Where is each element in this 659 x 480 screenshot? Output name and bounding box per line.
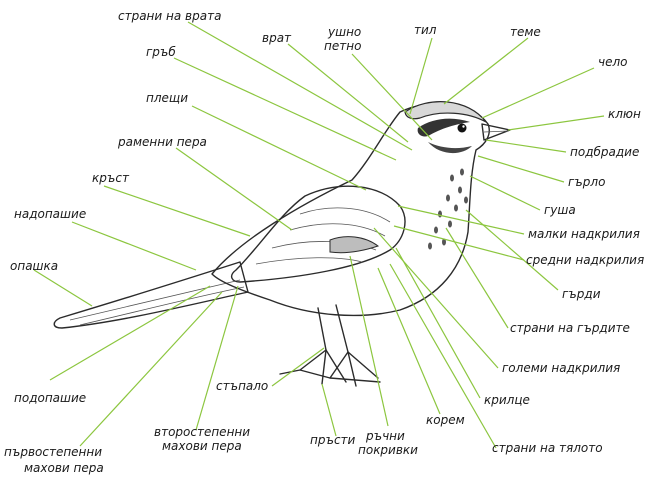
leader-lines	[34, 22, 604, 448]
label-strani-na-tyaloto: страни на тялото	[492, 441, 603, 455]
leader-rachni	[350, 256, 388, 426]
leader-gusha	[470, 176, 540, 210]
leader-chelo	[482, 68, 594, 118]
leader-ushno-petno	[352, 54, 432, 140]
label-rachni-line1: ръчни	[365, 429, 405, 443]
leader-teme	[444, 38, 528, 104]
label-chelo: чело	[598, 55, 627, 69]
label-klyun: клюн	[608, 107, 641, 121]
leader-ramenni	[176, 148, 292, 230]
leader-vrat	[288, 44, 408, 142]
label-teme: теме	[510, 25, 541, 39]
leader-malki-nadkrilia	[398, 206, 524, 234]
leader-vtorostepenni	[196, 286, 238, 430]
label-strani-na-vrata: страни на врата	[118, 9, 221, 23]
leader-podbradie	[486, 140, 566, 152]
label-nadopashie: надопашие	[14, 207, 86, 221]
leader-nadopashie	[72, 222, 196, 270]
label-grab: гръб	[146, 45, 176, 59]
bird-legs	[280, 305, 380, 386]
leader-parvostepenni	[80, 292, 222, 446]
label-gardi: гърди	[562, 287, 601, 301]
label-vrat: врат	[262, 31, 292, 45]
leader-opashka	[34, 270, 92, 306]
leader-klyun	[508, 116, 604, 130]
leader-prasti	[322, 384, 336, 436]
leader-krast	[104, 186, 250, 236]
leader-krilce	[396, 248, 480, 398]
label-rachni-line2: покривки	[358, 443, 418, 457]
label-pleshti: плещи	[146, 91, 188, 105]
leader-strani-na-vrata	[188, 22, 412, 150]
leader-golemi-nadkrilia	[374, 228, 498, 368]
bird-eye	[458, 124, 467, 133]
label-opashka: опашка	[10, 259, 58, 273]
leader-strani-na-gardite	[446, 228, 508, 328]
leader-podopashie	[50, 286, 210, 380]
label-garlo: гърло	[568, 175, 605, 189]
label-strani-na-gardite: страни на гърдите	[510, 321, 630, 335]
labels: страни на врата врат ушно петно тил теме…	[4, 9, 644, 475]
label-parvostepenni-line1: първостепенни	[4, 445, 102, 459]
label-ramenni: раменни пера	[117, 135, 207, 149]
label-til: тил	[414, 23, 437, 37]
label-podbradie: подбрадие	[570, 145, 639, 159]
label-stapalo: стъпало	[216, 379, 268, 393]
label-ushno-petno-line1: ушно	[327, 25, 361, 39]
bird-breast-streaks	[428, 169, 468, 250]
label-prasti: пръсти	[310, 433, 356, 447]
label-sredni-nadkrilia: средни надкрилия	[526, 253, 644, 267]
label-krast: кръст	[92, 171, 130, 185]
label-ushno-petno-line2: петно	[324, 39, 361, 53]
label-vtorostepenni-line2: махови пера	[162, 439, 242, 453]
label-korem: корем	[426, 413, 465, 427]
label-gusha: гуша	[544, 203, 576, 217]
leader-gardi	[466, 210, 558, 290]
leader-stapalo	[272, 348, 324, 386]
leader-grab	[174, 58, 396, 160]
leader-garlo	[478, 156, 564, 182]
label-malki-nadkrilia: малки надкрилия	[528, 227, 640, 241]
label-vtorostepenni-line1: второстепенни	[154, 425, 250, 439]
label-podopashie: подопашие	[14, 391, 86, 405]
leader-korem	[378, 268, 440, 414]
label-golemi-nadkrilia: големи надкрилия	[502, 361, 620, 375]
label-parvostepenni-line2: махови пера	[24, 461, 104, 475]
label-krilce: крилце	[484, 393, 530, 407]
